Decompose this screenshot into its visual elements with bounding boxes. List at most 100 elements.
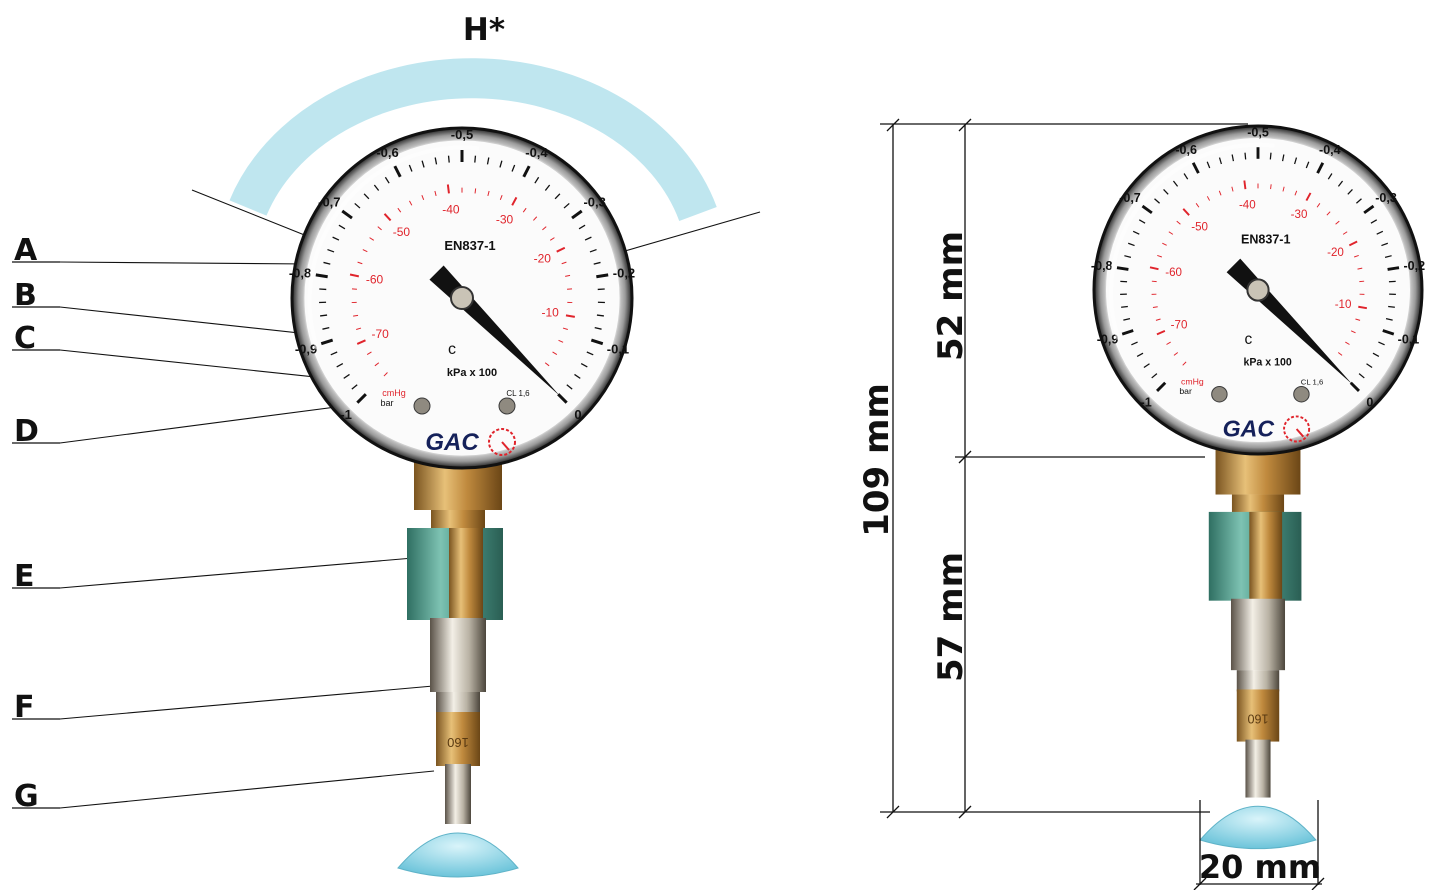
bar-tick	[1337, 180, 1344, 187]
standard-label: EN837-1	[444, 238, 495, 253]
bar-tick	[1138, 219, 1146, 224]
bar-scale-label: -0,7	[1119, 191, 1141, 205]
cmhg-tick	[1195, 203, 1200, 208]
cmhg-tick	[1152, 306, 1158, 309]
cmhg-tick	[1357, 267, 1363, 270]
bar-tick	[1132, 230, 1140, 235]
accuracy-label: CL 1,6	[506, 389, 530, 398]
unit-cmhg-label: cmHg	[382, 388, 406, 398]
nut-flat	[1249, 511, 1283, 601]
cmhg-tick	[561, 261, 567, 265]
callout-label: D	[14, 414, 39, 449]
cmhg-tick	[565, 274, 571, 277]
bar-tick	[1388, 305, 1395, 308]
dim-lower-height: 57 mm	[931, 552, 971, 682]
cmhg-tick	[1345, 341, 1350, 345]
cmhg-tick	[487, 190, 490, 196]
bar-tick	[447, 155, 450, 163]
cmhg-scale-label: -70	[1171, 320, 1188, 332]
cmhg-tick	[1355, 318, 1361, 321]
bar-tick	[1121, 305, 1128, 308]
cmhg-scale-label: -30	[1291, 209, 1308, 221]
vacuum-symbol: c	[1244, 331, 1252, 348]
bar-tick	[1124, 255, 1132, 258]
bar-scale-label: -0,1	[1398, 333, 1420, 347]
cmhg-tick	[383, 213, 392, 222]
callout-label: B	[14, 278, 37, 313]
bar-tick	[1376, 230, 1384, 235]
cmhg-tick	[511, 196, 518, 206]
bar-tick	[596, 314, 604, 317]
bar-scale-label: -0,2	[613, 265, 635, 280]
cmhg-tick	[499, 194, 503, 200]
bar-scale-label: -0,4	[1319, 143, 1341, 157]
bar-tick	[1347, 189, 1353, 195]
leader-line	[59, 770, 435, 809]
bar-tick	[1381, 242, 1389, 247]
bar-tick	[534, 176, 540, 184]
cmhg-tick	[1157, 254, 1162, 258]
chrome-neck	[1236, 670, 1280, 692]
brand-needle-icon	[501, 441, 510, 451]
leader-line	[59, 261, 311, 265]
cmhg-tick	[1149, 266, 1159, 271]
cmhg-tick	[542, 226, 547, 231]
cmhg-tick	[474, 188, 477, 194]
cmhg-tick	[356, 327, 362, 330]
bar-tick	[486, 157, 490, 165]
bar-tick	[1294, 157, 1298, 165]
cmhg-tick	[1282, 186, 1285, 192]
bar-tick	[1172, 180, 1179, 187]
bar-scale-label: -1	[340, 407, 352, 422]
bar-tick	[373, 184, 380, 191]
bar-tick	[1305, 161, 1310, 169]
bar-tick	[1191, 162, 1200, 174]
bar-tick	[1370, 219, 1378, 224]
bar-tick	[1269, 152, 1272, 160]
bar-tick	[544, 184, 551, 191]
bar-tick	[594, 327, 602, 330]
page-title: H*	[463, 12, 505, 48]
needle-hub	[1246, 278, 1270, 302]
cmhg-tick	[544, 362, 550, 367]
bar-tick	[421, 160, 425, 168]
cmhg-tick	[1358, 305, 1368, 310]
cmhg-scale-label: -10	[1335, 299, 1352, 311]
brass-valve	[1236, 689, 1280, 742]
brand-logo: GAC	[425, 429, 479, 456]
bar-tick	[563, 202, 570, 209]
bar-scale-label: -0,3	[1375, 191, 1397, 205]
chrome-neck	[436, 692, 480, 714]
cmhg-tick	[421, 194, 425, 200]
bar-tick	[1121, 329, 1134, 336]
cmhg-tick	[369, 237, 375, 241]
nut-flat	[449, 528, 483, 620]
bar-tick	[1387, 266, 1400, 271]
bar-scale-label: 0	[1366, 396, 1373, 410]
chrome-adapter	[1230, 598, 1286, 671]
cmhg-tick	[1176, 220, 1181, 225]
cmhg-tick	[1270, 184, 1272, 190]
bar-tick	[1151, 373, 1158, 379]
cmhg-tick	[1182, 361, 1187, 366]
cmhg-tick	[383, 372, 388, 377]
bar-scale-label: -0,9	[1097, 333, 1119, 347]
cmhg-scale-label: -40	[442, 202, 460, 216]
bar-tick	[566, 384, 573, 390]
cmhg-tick	[374, 362, 380, 367]
brand-dial-icon	[1283, 415, 1311, 443]
dim-total-height: 109 mm	[857, 383, 897, 537]
cmhg-tick	[362, 249, 368, 253]
chrome-adapter	[430, 618, 486, 692]
bar-tick	[330, 351, 338, 356]
bar-tick	[1206, 161, 1211, 169]
bar-scale-label: -0,4	[525, 145, 548, 160]
cmhg-scale-label: -70	[371, 327, 389, 341]
bar-tick	[1382, 329, 1395, 336]
cmhg-tick	[349, 273, 360, 278]
cmhg-scale-label: -50	[393, 225, 411, 239]
callout-label: A	[14, 233, 38, 268]
bar-scale-label: -0,5	[1247, 126, 1269, 140]
bar-tick	[593, 261, 601, 265]
bar-tick	[499, 160, 503, 168]
